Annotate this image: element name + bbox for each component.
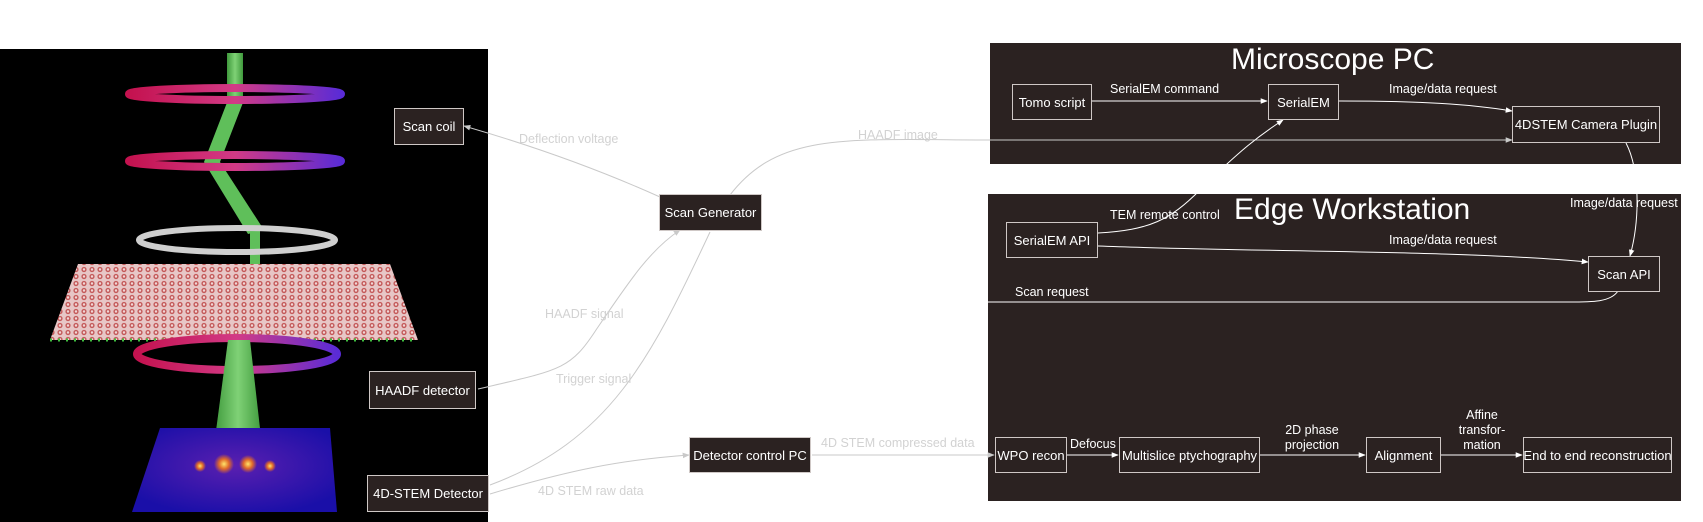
node-end-to-end[interactable]: End to end reconstruction [1523, 437, 1672, 473]
label-tem-remote: TEM remote control [1110, 208, 1220, 222]
label-raw-data: 4D STEM raw data [538, 484, 644, 498]
arrow-trigger-signal [489, 231, 711, 486]
node-wpo-recon[interactable]: WPO recon [995, 437, 1067, 473]
label-phase-line1: 2D phase [1285, 423, 1339, 437]
node-tomo-script[interactable]: Tomo script [1012, 84, 1092, 120]
node-alignment[interactable]: Alignment [1366, 437, 1441, 473]
node-4dstem-detector[interactable]: 4D-STEM Detector [367, 475, 489, 512]
label-affine-line3: mation [1463, 438, 1501, 452]
arrow-haadf-signal [477, 229, 681, 390]
label-image-request-1: Image/data request [1389, 82, 1497, 96]
label-scan-request: Scan request [1015, 285, 1089, 299]
node-serialem[interactable]: SerialEM [1268, 84, 1339, 120]
label-affine-transformation: Affine transfor- mation [1442, 408, 1522, 453]
arrow-request-camera [1338, 100, 1513, 113]
node-4dstem-camera-plugin[interactable]: 4DSTEM Camera Plugin [1512, 106, 1660, 143]
label-serialem-command: SerialEM command [1110, 82, 1220, 96]
label-haadf-image: HAADF image [858, 128, 938, 142]
arrow-raw-data [489, 452, 690, 495]
upper-coil [125, 84, 345, 104]
arrow-deflection-voltage [463, 125, 661, 198]
node-haadf-detector[interactable]: HAADF detector [369, 371, 476, 409]
middle-coil [125, 151, 345, 171]
label-compressed-data: 4D STEM compressed data [821, 436, 975, 450]
label-defocus: Defocus [1070, 437, 1116, 451]
label-deflection-voltage: Deflection voltage [519, 132, 619, 146]
arrow-request-scan-api [1097, 245, 1589, 265]
label-image-request-edge: Image/data request [1570, 196, 1678, 210]
detector-plane [132, 428, 337, 512]
sample-lattice [50, 264, 418, 340]
label-affine-line2: transfor- [1458, 423, 1506, 437]
panel-title-edge: Edge Workstation [1234, 193, 1471, 226]
arrow-tem-remote [1097, 119, 1284, 234]
panel-title-microscope: Microscope PC [1231, 43, 1435, 76]
node-scan-generator[interactable]: Scan Generator [659, 194, 762, 231]
arrow-camera-to-scan-api [1625, 142, 1638, 257]
node-serialem-api[interactable]: SerialEM API [1006, 222, 1098, 258]
label-phase-projection: 2D phase projection [1272, 423, 1352, 453]
node-detector-control-pc[interactable]: Detector control PC [689, 437, 811, 473]
arrow-scan-request [729, 231, 1619, 303]
label-affine-line1: Affine [1466, 408, 1498, 422]
node-scan-coil[interactable]: Scan coil [394, 108, 464, 145]
beam-cone [214, 340, 262, 446]
node-scan-api[interactable]: Scan API [1588, 256, 1660, 292]
label-trigger-signal: Trigger signal [556, 372, 632, 386]
label-phase-line2: projection [1284, 438, 1340, 452]
beam-deflect-2 [204, 162, 264, 234]
aperture-ring [136, 225, 338, 255]
label-haadf-signal: HAADF signal [545, 307, 624, 321]
label-image-request-2: Image/data request [1389, 233, 1497, 247]
arrow-haadf-image [729, 137, 1513, 196]
beam-deflect-1 [204, 100, 244, 162]
node-multislice-ptychography[interactable]: Multislice ptychography [1119, 437, 1260, 473]
